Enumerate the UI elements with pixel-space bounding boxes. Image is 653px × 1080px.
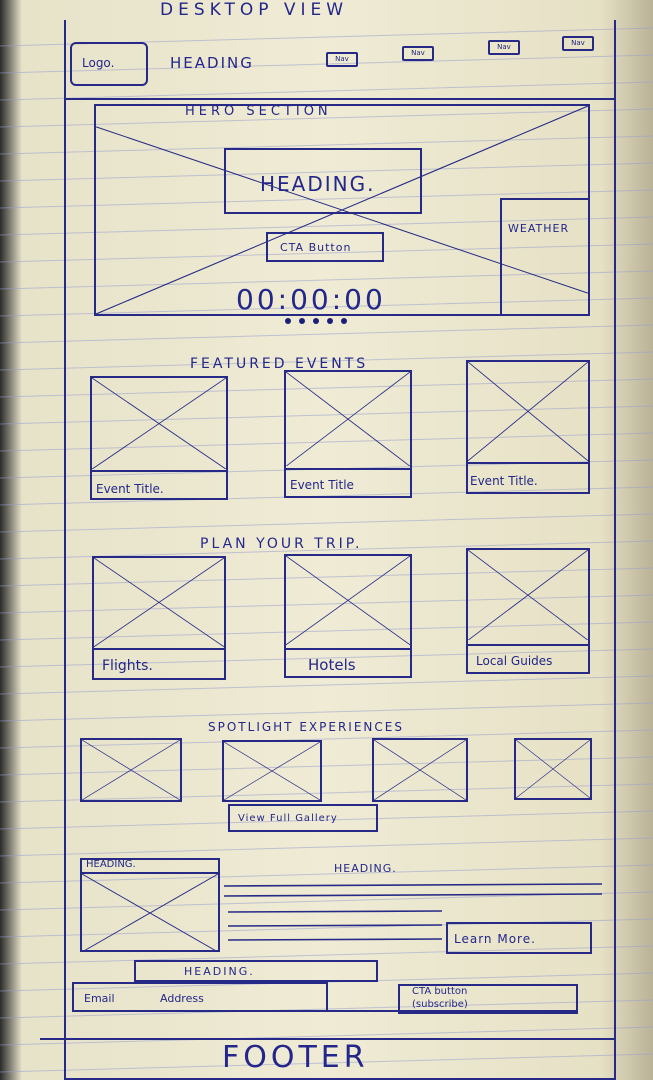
plan-card-flights[interactable]: Flights.	[92, 556, 226, 680]
nav-item-3[interactable]: Nav	[488, 40, 520, 55]
newsletter-heading: HEADING.	[184, 965, 255, 978]
hero-cta-label: CTA Button	[280, 241, 352, 254]
hero-heading: HEADING.	[260, 172, 376, 196]
event-title-2: Event Title	[290, 478, 354, 492]
event-card-1[interactable]: Event Title.	[90, 376, 228, 500]
plan-label-hotels: Hotels	[308, 656, 356, 674]
hero-image-placeholder: HEADING. CTA Button WEATHER	[94, 104, 590, 316]
page-frame	[64, 20, 616, 1080]
featured-events-title: FEATURED EVENTS	[190, 356, 369, 372]
event-title-1: Event Title.	[96, 482, 164, 496]
logo-box[interactable]: Logo.	[70, 42, 148, 86]
spotlight-4-cross	[516, 740, 590, 798]
spotlight-3-cross	[374, 740, 466, 800]
email-input[interactable]: Email Address	[72, 982, 328, 1012]
plan-card-guides[interactable]: Local Guides	[466, 548, 590, 674]
countdown-timer: 00:00:00	[236, 283, 386, 316]
learn-more-button[interactable]: Learn More.	[446, 922, 592, 954]
flights-cross	[94, 558, 224, 647]
weather-widget: WEATHER	[500, 198, 590, 316]
event-title-3: Event Title.	[470, 474, 538, 488]
newsletter-heading-box: HEADING.	[134, 960, 378, 982]
nav-item-1[interactable]: Nav	[326, 52, 358, 67]
feature-image: HEADING.	[80, 858, 220, 952]
view-gallery-label: View Full Gallery	[238, 813, 338, 824]
event-card-3[interactable]: Event Title.	[466, 360, 590, 494]
hero-section-title: HERO SECTION	[185, 104, 332, 119]
feature-image-heading: HEADING.	[86, 859, 136, 870]
plan-label-flights: Flights.	[102, 658, 153, 674]
plan-card-hotels[interactable]: Hotels	[284, 554, 412, 678]
spotlight-thumb-3[interactable]	[372, 738, 468, 802]
event-card-2[interactable]: Event Title	[284, 370, 412, 498]
header-heading: HEADING	[170, 54, 254, 72]
weather-label: WEATHER	[508, 222, 570, 235]
hero-cross	[96, 106, 588, 314]
hero-cta-button[interactable]: CTA Button	[266, 232, 384, 262]
logo-label: Logo.	[82, 56, 115, 70]
carousel-dots[interactable]	[285, 318, 355, 326]
spotlight-thumb-1[interactable]	[80, 738, 182, 802]
feature-image-cross	[82, 874, 218, 952]
spotlight-1-cross	[82, 740, 180, 800]
newsletter-row-line	[326, 1010, 578, 1012]
header: Logo. HEADING Nav Nav Nav Nav	[64, 28, 616, 100]
spotlight-thumb-4[interactable]	[514, 738, 592, 800]
footer-divider	[40, 1038, 616, 1040]
nav-item-2[interactable]: Nav	[402, 46, 434, 61]
page-title: DESKTOP VIEW	[160, 0, 349, 20]
guides-cross	[468, 550, 588, 641]
event-card-2-cross	[286, 372, 410, 467]
spotlight-title: SPOTLIGHT EXPERIENCES	[208, 720, 404, 734]
plan-label-guides: Local Guides	[476, 654, 553, 668]
footer-label: FOOTER	[222, 1040, 369, 1075]
feature-heading: HEADING.	[334, 862, 397, 875]
spotlight-2-cross	[224, 742, 320, 800]
email-placeholder: Email Address	[84, 992, 204, 1005]
learn-more-label: Learn More.	[454, 932, 536, 946]
subscribe-line-1: CTA button	[412, 986, 468, 997]
event-card-1-cross	[92, 378, 226, 470]
view-gallery-button[interactable]: View Full Gallery	[228, 804, 378, 832]
plan-trip-title: PLAN YOUR TRIP.	[200, 536, 363, 552]
spotlight-thumb-2[interactable]	[222, 740, 322, 802]
hotels-cross	[286, 556, 410, 645]
nav-item-4[interactable]: Nav	[562, 36, 594, 51]
hero-heading-box: HEADING.	[224, 148, 422, 214]
subscribe-line-2: (subscribe)	[412, 999, 468, 1010]
feature-text-lines	[223, 883, 603, 941]
subscribe-button[interactable]: CTA button (subscribe)	[398, 984, 578, 1014]
event-card-3-cross	[468, 362, 588, 461]
